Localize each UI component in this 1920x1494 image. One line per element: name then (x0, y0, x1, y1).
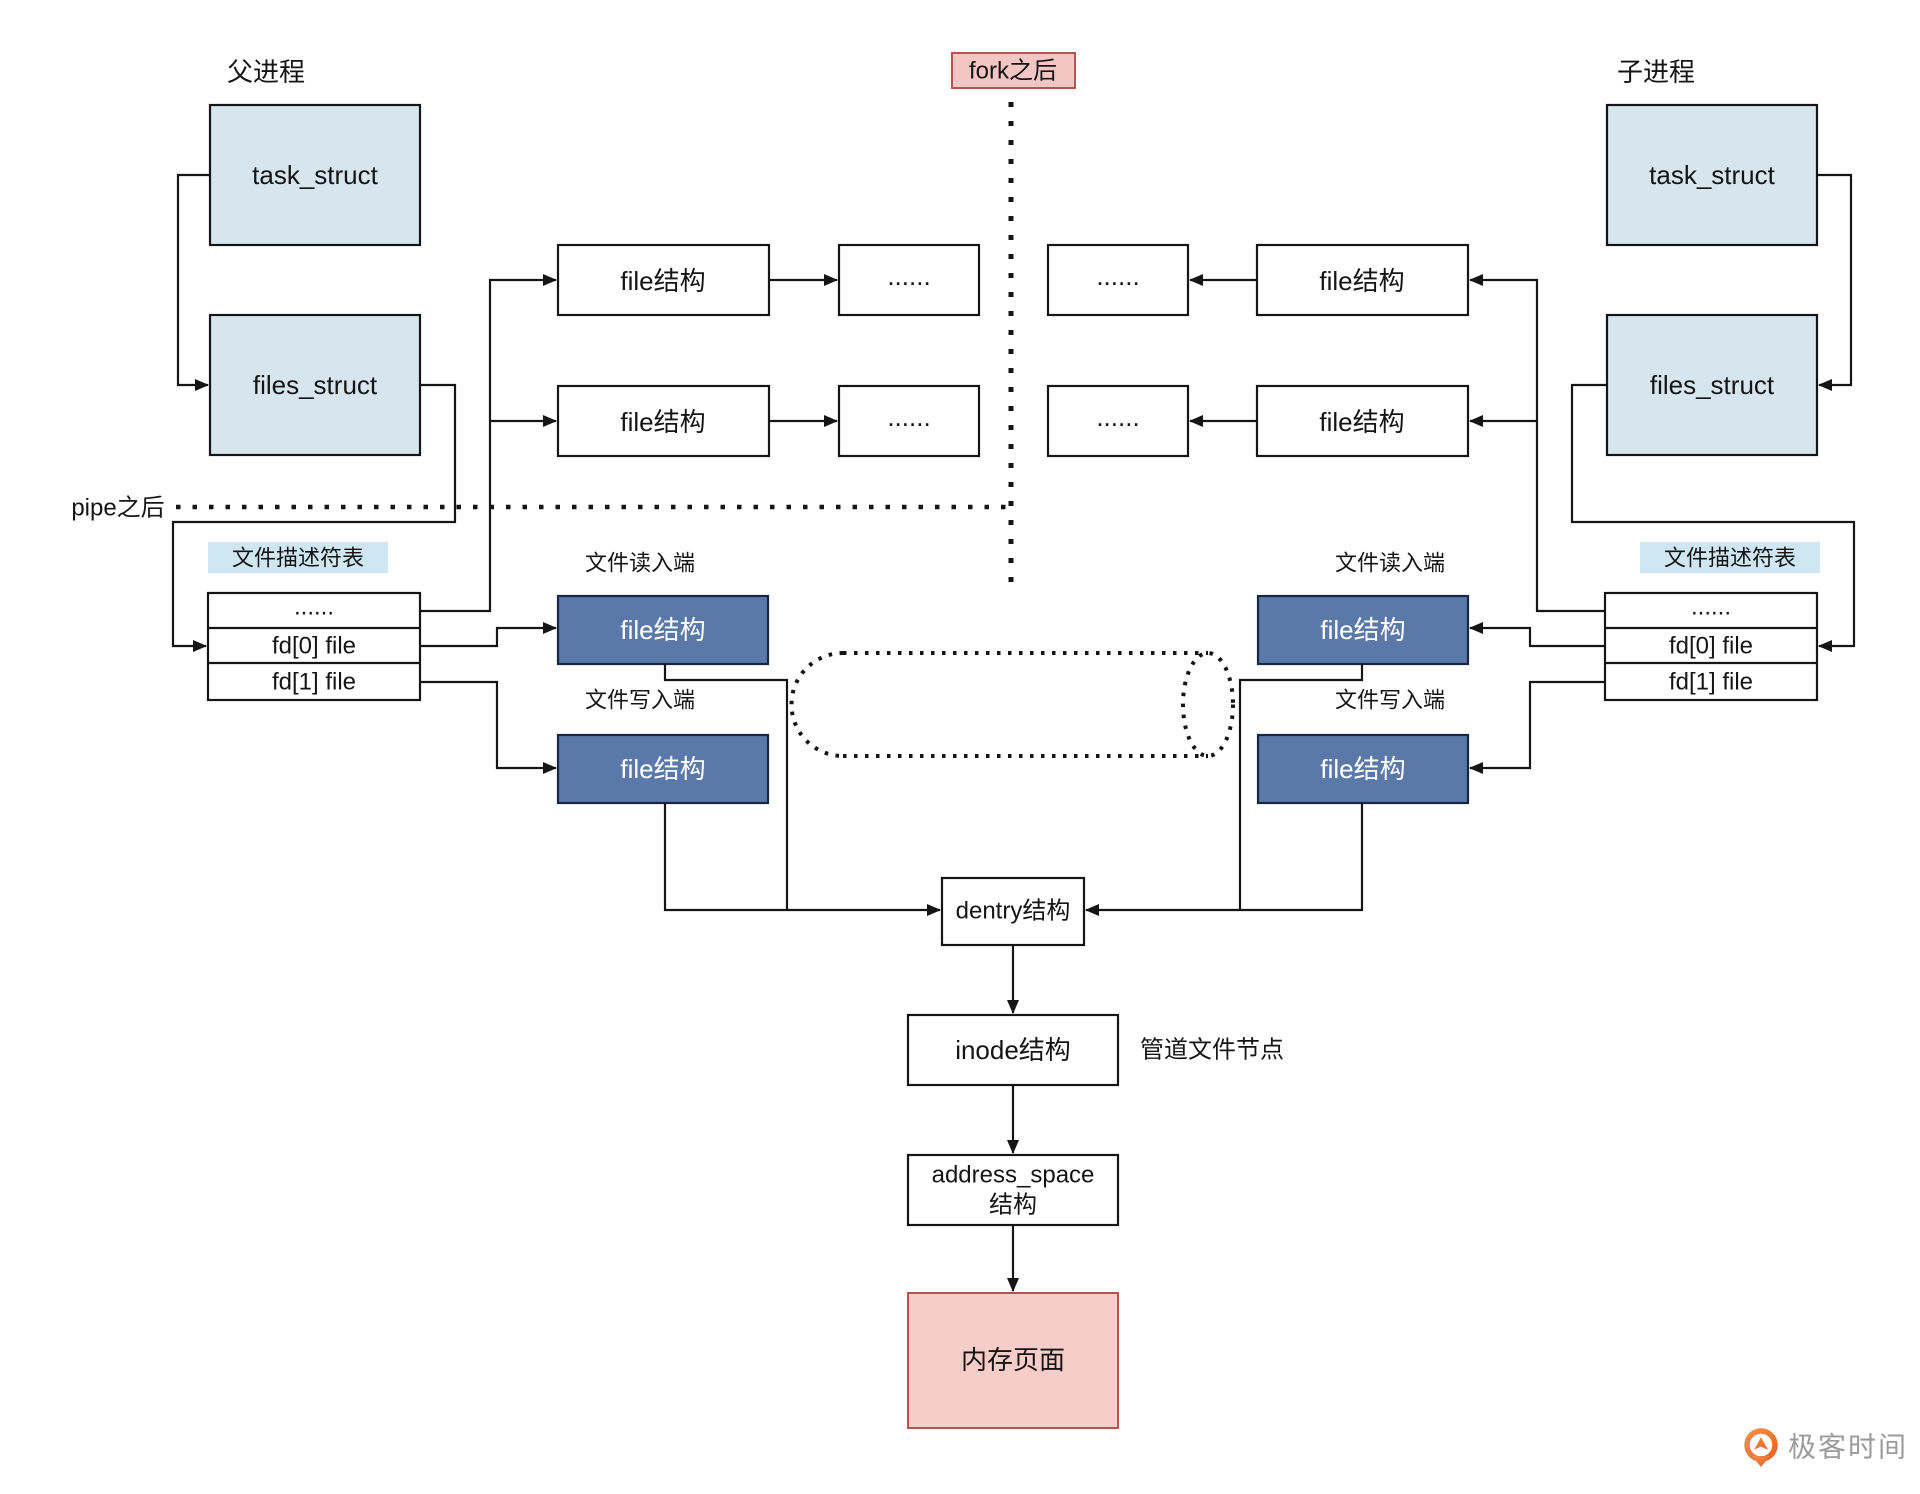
right-fd1-to-write-end-connector (1469, 680, 1605, 774)
child-task-to-files-connector (1817, 173, 1853, 391)
address-space-label-line2: 结构 (989, 1192, 1037, 1219)
geektime-logo-arrow-icon (1754, 1437, 1768, 1450)
parent-files-to-fd-table-connector (171, 383, 457, 652)
right-fd-table-box (1603, 591, 1819, 702)
right-write-file-struct-label: file结构 (1320, 754, 1405, 784)
right-file-struct-row2-label: file结构 (1319, 407, 1404, 437)
geektime-logo (1744, 1428, 1778, 1467)
right-fd-table-title: 文件描述符表 (1664, 546, 1796, 571)
right-fd-ellipsis-to-file-row1-connector (1469, 274, 1605, 613)
pipe-cylinder (789, 651, 1235, 758)
child-task-struct-label: task_struct (1649, 160, 1775, 190)
right-fd-ellipsis-cell: ...... (1691, 594, 1731, 621)
left-file-struct-row1-label: file结构 (620, 266, 705, 296)
left-read-file-struct-label: file结构 (620, 615, 705, 645)
address-space-box (906, 1153, 1120, 1227)
geektime-logo-text: 极客时间 (1788, 1432, 1908, 1463)
parent-files-struct-box (208, 313, 422, 457)
child-files-to-fd-table-connector (1570, 383, 1856, 652)
fork-after-label: fork之后 (969, 58, 1057, 85)
left-write-end-label: 文件写入端 (585, 688, 695, 713)
right-write-end-to-dentry-connector (1085, 803, 1364, 916)
left-fd-table: ...... fd[0] file fd[1] file (206, 591, 422, 702)
right-read-file-struct-label: file结构 (1320, 615, 1405, 645)
right-fd-table-title-highlight (1640, 542, 1820, 573)
left-fd1-to-write-end-connector (420, 680, 557, 774)
pipe-cylinder-body (789, 651, 1208, 758)
left-ellipsis-row2-label: ...... (887, 402, 930, 432)
left-write-file-struct-box (556, 733, 770, 805)
right-ellipsis-row1-label: ...... (1096, 261, 1139, 291)
left-fd-table-title: 文件描述符表 (232, 546, 364, 571)
right-ellipsis-row2-label: ...... (1096, 402, 1139, 432)
parent-files-struct-label: files_struct (253, 370, 378, 400)
left-fd-table-title-highlight (208, 542, 388, 573)
left-fd1-cell: fd[1] file (272, 669, 356, 696)
left-file-struct-row1-box (556, 243, 771, 317)
child-files-struct-label: files_struct (1650, 370, 1775, 400)
child-files-struct-box (1605, 313, 1819, 457)
left-file-struct-row2-label: file结构 (620, 407, 705, 437)
left-read-file-struct-box (556, 594, 770, 666)
left-fd-ellipsis-to-file-row1-connector (420, 274, 557, 613)
pipe-after-label: pipe之后 (71, 495, 164, 522)
fork-after-badge (951, 52, 1076, 89)
left-read-end-label: 文件读入端 (585, 551, 695, 576)
left-ellipsis-row1-label: ...... (887, 261, 930, 291)
memory-page-box (907, 1292, 1119, 1429)
right-ellipsis-row1-box (1046, 243, 1190, 317)
right-file-struct-row1-label: file结构 (1319, 266, 1404, 296)
memory-page-label: 内存页面 (961, 1345, 1065, 1375)
pipe-file-node-label: 管道文件节点 (1140, 1037, 1284, 1064)
pipe-cylinder-cap (1181, 651, 1235, 758)
left-fd0-to-read-end-connector (420, 622, 557, 648)
left-file-struct-row2-box (556, 384, 771, 458)
left-fd0-cell: fd[0] file (272, 633, 356, 660)
left-write-file-struct-label: file结构 (620, 754, 705, 784)
parent-task-struct-box (208, 103, 422, 247)
left-ellipsis-row2-box (837, 384, 981, 458)
child-process-label: 子进程 (1617, 57, 1695, 87)
left-fd-ellipsis-cell: ...... (294, 594, 334, 621)
right-write-file-struct-box (1256, 733, 1470, 805)
left-fd-table-box (206, 591, 422, 702)
right-fd1-cell: fd[1] file (1669, 669, 1753, 696)
inode-box (906, 1013, 1120, 1087)
inode-label: inode结构 (955, 1035, 1071, 1065)
right-read-end-label: 文件读入端 (1335, 551, 1445, 576)
left-ellipsis-row1-box (837, 243, 981, 317)
parent-task-struct-label: task_struct (252, 160, 378, 190)
left-read-end-to-dentry-connector (663, 664, 789, 910)
geektime-logo-pin-icon (1752, 1456, 1770, 1467)
right-fd-table: ...... fd[0] file fd[1] file (1603, 591, 1819, 702)
dentry-box (940, 876, 1086, 947)
right-read-end-to-dentry-connector (1238, 664, 1364, 910)
right-read-file-struct-box (1256, 594, 1470, 666)
right-write-end-label: 文件写入端 (1335, 688, 1445, 713)
left-write-end-to-dentry-connector (663, 803, 941, 916)
dentry-label: dentry结构 (956, 898, 1071, 925)
right-fd0-cell: fd[0] file (1669, 633, 1753, 660)
parent-process-label: 父进程 (227, 57, 305, 87)
parent-task-to-files-connector (176, 173, 210, 391)
address-space-label-line1: address_space (932, 1162, 1095, 1189)
right-ellipsis-row2-box (1046, 384, 1190, 458)
right-fd0-to-read-end-connector (1469, 622, 1605, 648)
